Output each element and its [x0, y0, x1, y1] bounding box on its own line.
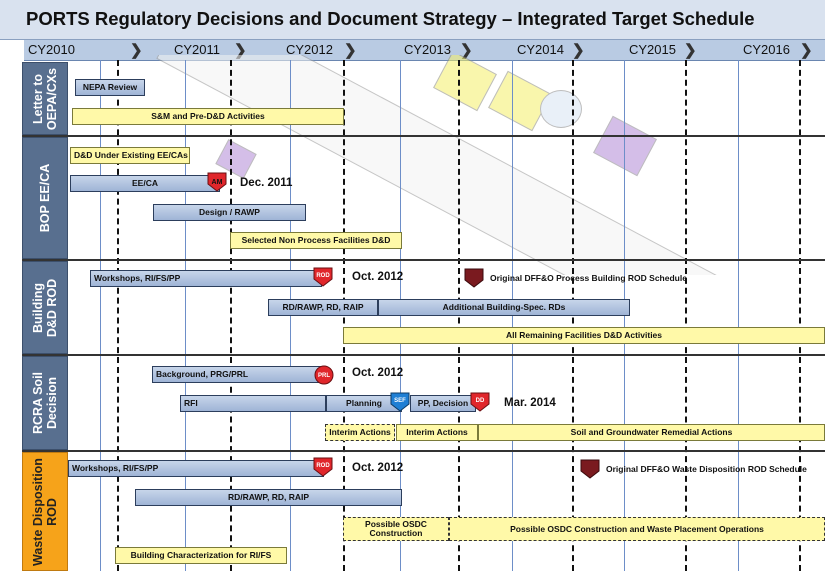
bar-possible-osdc: Possible OSDC Construction: [343, 517, 449, 541]
row-separator: [22, 259, 825, 261]
svg-text:ROD: ROD: [316, 463, 330, 469]
bar-planning: Planning: [326, 395, 402, 412]
svg-text:PRL: PRL: [318, 373, 330, 379]
bar-design-rawp: Design / RAWP: [153, 204, 306, 221]
year-divider: [685, 60, 687, 571]
date-oct-2012-building: Oct. 2012: [352, 271, 404, 283]
bar-interim-actions-possible: Interim Actions: [325, 424, 395, 441]
year-label: CY2011: [174, 42, 221, 57]
milestone-rod-waste: ROD: [313, 457, 333, 477]
milestone-rod-building: ROD: [313, 267, 333, 287]
year-label: CY2012: [286, 42, 333, 57]
year-divider: [230, 60, 232, 571]
row-separator: [22, 354, 825, 356]
note-original-building-rod: Original DFF&O Process Building ROD Sche…: [490, 273, 687, 283]
svg-text:SEF: SEF: [394, 398, 406, 404]
bar-dd-existing: D&D Under Existing EE/CAs: [70, 147, 190, 164]
bar-workshops-building: Workshops, RI/FS/PP: [90, 270, 322, 287]
milestone-dd: DD: [470, 392, 490, 412]
row-label-text: Waste Disposition ROD: [31, 457, 59, 566]
note-original-waste-rod: Original DFF&O Waste Disposition ROD Sch…: [606, 464, 807, 474]
row-separator: [22, 135, 825, 137]
bar-building-characterization: Building Characterization for RI/FS: [115, 547, 287, 564]
gridline: [185, 60, 186, 571]
gridline: [738, 60, 739, 571]
chevron-right-icon: ❯: [572, 42, 585, 59]
chevron-right-icon: ❯: [684, 42, 697, 59]
year-label: CY2015: [629, 42, 676, 57]
milestone-original-building-rod: [464, 268, 484, 288]
row-label-text: BOP EE/CA: [38, 163, 52, 233]
chevron-right-icon: ❯: [344, 42, 357, 59]
row-label-text: Building D&D ROD: [31, 278, 59, 337]
bar-all-remaining-dd: All Remaining Facilities D&D Activities: [343, 327, 825, 344]
year-divider: [799, 60, 801, 571]
bar-additional-rds: Additional Building-Spec. RDs: [378, 299, 630, 316]
row-label-rcra: RCRA Soil Decision: [22, 356, 68, 450]
background-diagram: [70, 55, 770, 275]
year-label: CY2013: [404, 42, 451, 57]
bar-sm-pre-dd: S&M and Pre-D&D Activities: [72, 108, 344, 125]
gridline: [100, 60, 101, 571]
milestone-prl: PRL: [314, 365, 334, 385]
row-label-text: Letter to OEPA/CXs: [31, 67, 59, 130]
bar-workshops-waste: Workshops, RI/FS/PP: [68, 460, 324, 477]
year-label: CY2016: [743, 42, 790, 57]
date-dec-2011: Dec. 2011: [240, 177, 293, 189]
row-label-waste: Waste Disposition ROD: [22, 452, 68, 571]
row-label-letter: Letter to OEPA/CXs: [22, 62, 68, 135]
page-title: PORTS Regulatory Decisions and Document …: [26, 8, 755, 29]
title-banner: PORTS Regulatory Decisions and Document …: [0, 0, 825, 40]
svg-text:DD: DD: [476, 398, 485, 404]
bar-osdc-operations: Possible OSDC Construction and Waste Pla…: [449, 517, 825, 541]
chevron-right-icon: ❯: [130, 42, 143, 59]
chevron-right-icon: ❯: [234, 42, 247, 59]
bar-rfi: RFI: [180, 395, 326, 412]
date-oct-2012-waste: Oct. 2012: [352, 462, 404, 474]
bar-eeca: EE/CA: [70, 175, 220, 192]
bar-rdrawp-waste: RD/RAWP, RD, RAIP: [135, 489, 402, 506]
milestone-sef: SEF: [390, 392, 410, 412]
bar-selected-facilities: Selected Non Process Facilities D&D: [230, 232, 402, 249]
row-label-bop: BOP EE/CA: [22, 137, 68, 259]
bar-pp-decision: PP, Decision: [410, 395, 476, 412]
year-label: CY2010: [28, 42, 75, 57]
svg-text:AM: AM: [212, 179, 223, 186]
bar-soil-groundwater: Soil and Groundwater Remedial Actions: [478, 424, 825, 441]
bar-interim-actions: Interim Actions: [396, 424, 478, 441]
milestone-original-waste-rod: [580, 459, 600, 479]
row-label-text: RCRA Soil Decision: [31, 371, 59, 435]
date-oct-2012-rcra: Oct. 2012: [352, 367, 404, 379]
row-label-building: Building D&D ROD: [22, 261, 68, 354]
bar-rdrawp-building: RD/RAWP, RD, RAIP: [268, 299, 378, 316]
year-divider: [117, 60, 119, 571]
bar-background-prg: Background, PRG/PRL: [152, 366, 324, 383]
svg-text:ROD: ROD: [316, 273, 330, 279]
date-mar-2014: Mar. 2014: [504, 397, 556, 409]
chevron-right-icon: ❯: [460, 42, 473, 59]
year-label: CY2014: [517, 42, 564, 57]
row-separator: [22, 450, 825, 452]
chevron-right-icon: ❯: [800, 42, 813, 59]
milestone-am: AM: [207, 172, 227, 192]
bar-nepa-review: NEPA Review: [75, 79, 145, 96]
